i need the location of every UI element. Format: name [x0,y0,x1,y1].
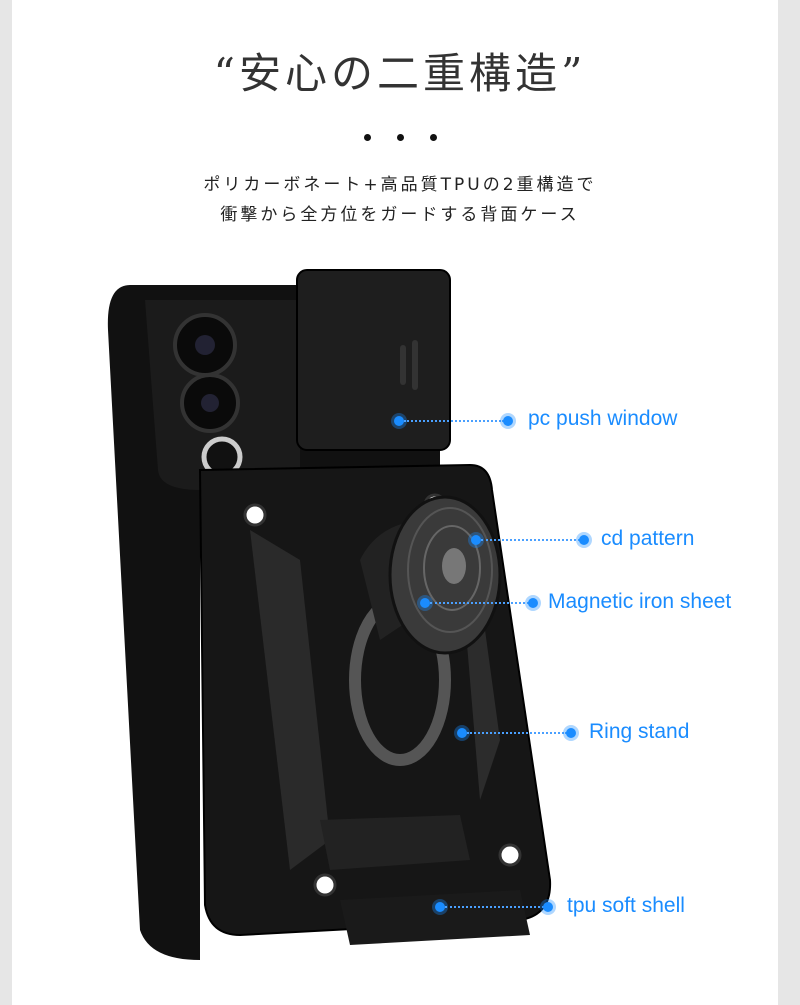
subtitle-line-2: 衝撃から全方位をガードする背面ケース [220,205,580,225]
callout-label: tpu soft shell [567,894,685,917]
callout-label: cd pattern [601,527,695,550]
page-title: “安心の二重構造” [213,49,587,98]
callout-label: pc push window [528,407,678,430]
dot-divider [0,126,800,145]
callout-label: Ring stand [589,720,690,743]
callout-label: Magnetic iron sheet [548,590,732,613]
subtitle-line-1: ポリカーボネート+高品質TPUの2重構造で [203,175,597,195]
push-window-shape [296,269,451,451]
